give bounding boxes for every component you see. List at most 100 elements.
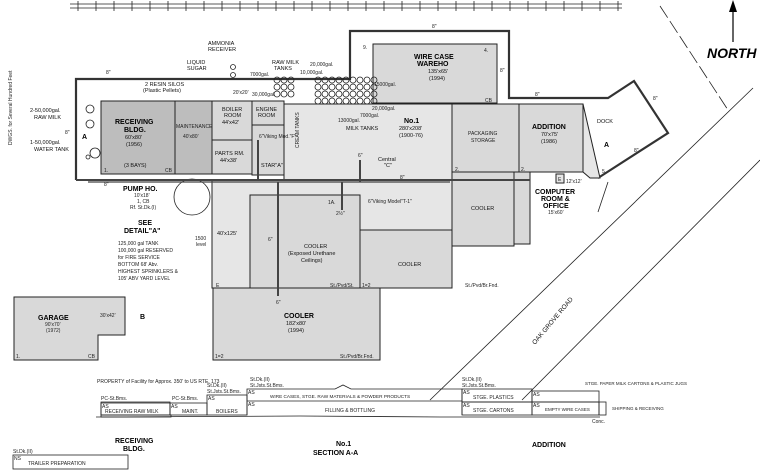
building-garage — [13, 296, 126, 361]
tank-note-line: 100,000 gal RESERVED — [118, 248, 173, 254]
section-cell: AS — [248, 402, 255, 408]
pipe-size: 8" — [535, 92, 540, 98]
roof-note: St.Jsts.St.Bms. — [462, 383, 496, 389]
section-cell: AS — [533, 403, 540, 409]
milk-tank — [370, 90, 378, 98]
building-label: MAINTENANCE — [176, 124, 213, 130]
pipe-size: 6" — [268, 237, 273, 243]
mark-e: E — [558, 177, 562, 183]
construction-note: St./Pvd/Br.Fnd. — [340, 354, 374, 360]
mark: 9. — [363, 45, 367, 51]
tank-label: RAW MILK — [34, 115, 61, 121]
milk-tank — [321, 90, 329, 98]
tank-note-line: HIGHEST SPRINKLERS & — [118, 269, 179, 275]
mark: 2. — [521, 167, 525, 173]
property-note: PROPERTY of Facility for Approx. 350' to… — [97, 379, 220, 385]
milk-tank — [328, 83, 336, 91]
building-label: GARAGE — [38, 315, 69, 322]
fire-water-tank — [173, 178, 211, 216]
milk-tank — [287, 90, 295, 98]
pipe-label: "C" — [384, 163, 392, 169]
milk-tank — [280, 90, 288, 98]
milk-tank — [328, 76, 336, 84]
tank-note-line: 105' ABV YARD LEVEL — [118, 276, 170, 282]
milk-tank — [363, 90, 371, 98]
building-year: (1994) — [429, 76, 445, 82]
cooler-strip — [513, 171, 531, 245]
milk-tank — [356, 76, 364, 84]
section-cell: BOILERS — [216, 409, 238, 415]
building-label: PARTS RM. — [215, 151, 245, 157]
tank-label: AMMONIA — [208, 41, 235, 47]
milk-tank — [321, 83, 329, 91]
road-label: OAK GROVE ROAD — [531, 296, 575, 346]
section-label: BLDG. — [123, 446, 145, 453]
tank-label: 20,000gal. — [310, 62, 333, 68]
building-size: 60'x80' — [125, 135, 142, 141]
detail-reference: SEE — [138, 220, 152, 227]
building-label: WIRE CASE — [414, 54, 454, 61]
detail-reference: DETAIL"A" — [124, 228, 160, 235]
pipe-label: 6"Viking Model"T-1" — [368, 199, 412, 205]
building-size: 40'x125' — [217, 231, 237, 237]
section-label: RECEIVING — [115, 438, 154, 445]
tank-label: 13000gal. — [338, 118, 360, 124]
section-cell: MAINT. — [182, 409, 198, 415]
building-label: COOLER — [304, 244, 327, 250]
building-parts-room — [211, 139, 253, 175]
building-wire-case-warehouse — [372, 43, 498, 104]
building-size: 30'x42' — [100, 313, 116, 319]
milk-tank — [363, 97, 371, 105]
section-mark-b: B — [140, 314, 145, 321]
building-label: ENGINE — [256, 107, 277, 113]
building-label: No.1 — [404, 118, 419, 125]
building-note: Rf. St.Dk.(I) — [130, 205, 156, 211]
tank-label: 20'x20' — [233, 90, 249, 96]
mark-cb: CB — [165, 168, 173, 174]
section-cell: AS — [463, 390, 470, 396]
milk-tank — [342, 90, 350, 98]
milk-tank — [314, 83, 322, 91]
tank-label: 7000gal. — [360, 113, 379, 119]
roof-note: Conc. — [592, 419, 605, 425]
milk-tank — [342, 83, 350, 91]
pipe-size: 8" — [634, 148, 639, 154]
milk-tank — [273, 83, 281, 91]
building-size: 10'x18' — [134, 193, 150, 199]
section-label: ADDITION — [532, 442, 566, 449]
dock — [582, 103, 601, 179]
section-title: No.1 — [336, 441, 351, 448]
milk-tank — [342, 97, 350, 105]
tank-note-line: 125,000 gal TANK — [118, 241, 159, 247]
milk-tank — [280, 76, 288, 84]
building-label: BLDG. — [124, 127, 146, 134]
building-label: PUMP HO. — [123, 186, 158, 193]
construction-note: St./Pvd/Br.Fnd. — [465, 283, 499, 289]
section-title: SECTION A-A — [313, 450, 358, 457]
building-size: 135'x65' — [428, 69, 448, 75]
mark: 5. — [602, 169, 606, 175]
construction-note: 1=2 — [362, 283, 371, 289]
milk-tank — [356, 83, 364, 91]
milk-tank — [349, 97, 357, 105]
fire-main-piping — [76, 140, 609, 296]
section-cell: AS — [248, 390, 255, 396]
milk-tank — [273, 76, 281, 84]
section-cell: AS — [208, 396, 215, 402]
tank-label: SUGAR — [187, 66, 207, 72]
milk-tanks — [273, 76, 378, 105]
roof-note: St.Dk.(II) — [207, 383, 227, 389]
building-packaging-storage — [451, 103, 520, 173]
milk-tank — [363, 76, 371, 84]
milk-tank — [342, 76, 350, 84]
pipe-size: 6" — [358, 153, 363, 159]
pipe-label: 6"Viking Mod."F" — [259, 134, 296, 140]
section-mark-a: A — [82, 134, 87, 141]
roof-note: St.Jsts.St.Bms. — [207, 389, 241, 395]
building-cooler-1994 — [212, 287, 381, 361]
tank-label: 1-50,000gal. — [30, 140, 61, 146]
tank-label: 7000gal. — [250, 72, 269, 78]
building-label: ADDITION — [532, 124, 566, 131]
railroad-track — [70, 1, 622, 11]
